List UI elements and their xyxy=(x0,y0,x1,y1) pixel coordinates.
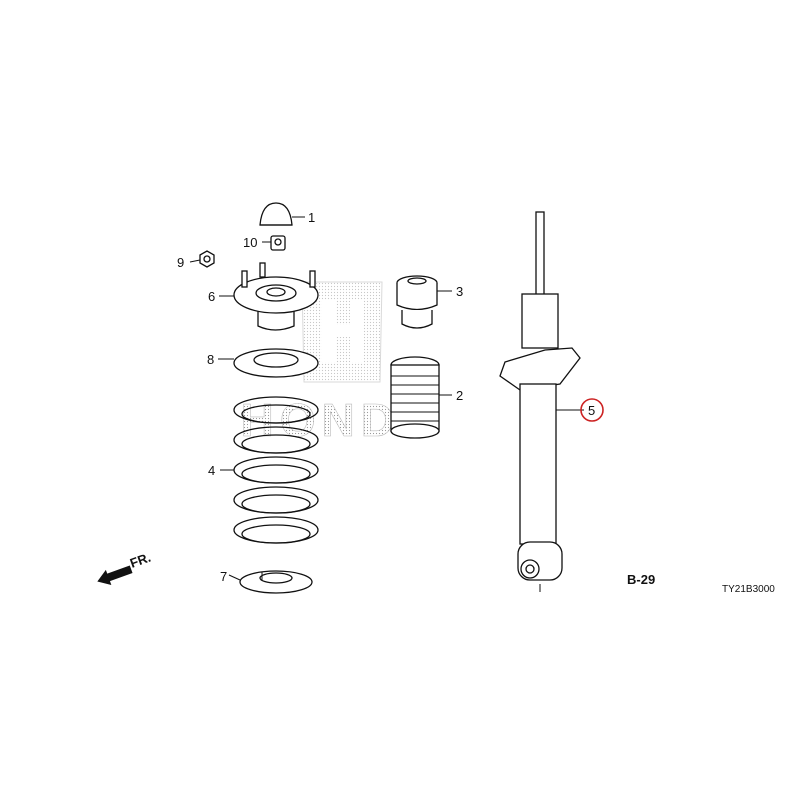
leader-lines xyxy=(189,216,584,592)
callout-1[interactable]: 1 xyxy=(308,210,315,225)
callout-6[interactable]: 6 xyxy=(208,289,215,304)
coil-spring xyxy=(233,396,319,544)
direction-label: FR. xyxy=(128,550,153,571)
callout-9[interactable]: 9 xyxy=(177,255,184,270)
callout-10[interactable]: 10 xyxy=(243,235,257,250)
callout-7[interactable]: 7 xyxy=(220,569,227,584)
callout-8[interactable]: 8 xyxy=(207,352,214,367)
diagram-code: TY21B3000 xyxy=(722,584,775,595)
flange-nut xyxy=(199,250,215,268)
dust-boot xyxy=(390,356,440,439)
watermark-logo xyxy=(301,281,383,383)
front-arrow-icon xyxy=(97,565,133,585)
shock-absorber xyxy=(499,211,581,581)
mount-base xyxy=(233,262,319,331)
callout-3[interactable]: 3 xyxy=(456,284,463,299)
upper-spring-seat xyxy=(233,348,319,378)
callout-2[interactable]: 2 xyxy=(456,388,463,403)
self-locking-nut xyxy=(270,235,286,251)
callout-5[interactable]: 5 xyxy=(588,403,595,418)
callout-4[interactable]: 4 xyxy=(208,463,215,478)
callout-5-highlight xyxy=(580,398,604,422)
mount-cap xyxy=(259,202,293,226)
reference-label[interactable]: B-29 xyxy=(627,572,655,587)
lower-spring-seat xyxy=(239,570,313,594)
bump-stop xyxy=(396,275,438,329)
